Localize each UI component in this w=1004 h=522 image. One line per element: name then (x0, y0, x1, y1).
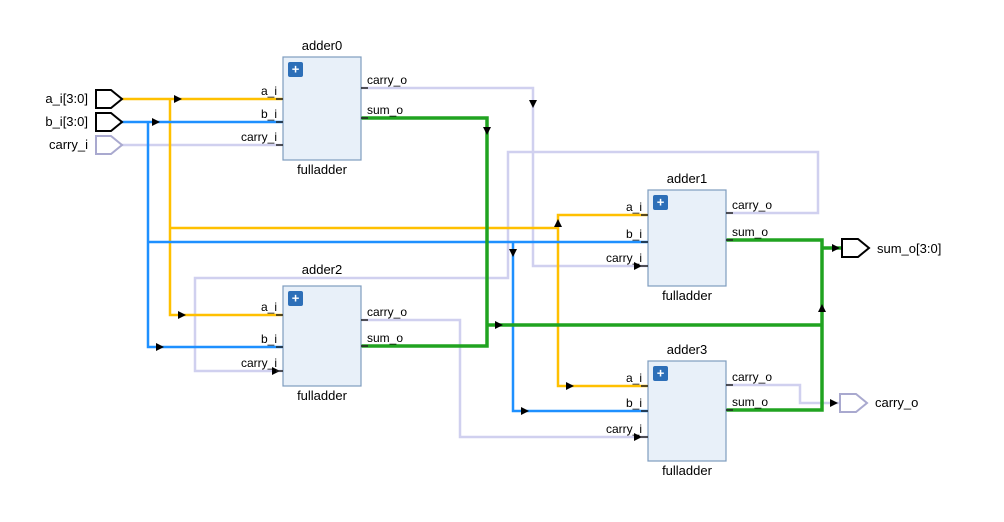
flow-arrow (634, 262, 642, 270)
net-a-bus-wires[interactable] (120, 97, 648, 388)
block-name: adder3 (667, 342, 707, 357)
flow-arrow (174, 95, 182, 103)
wire-b-branch-right[interactable] (511, 242, 648, 413)
block-group-adder2: + adder2 fulladder a_i b_i carry_i carry… (241, 262, 407, 403)
input-port-b-i[interactable] (95, 112, 124, 132)
block-type-label: fulladder (662, 288, 713, 303)
plus-icon[interactable]: + (292, 291, 300, 306)
output-port-label-sum-o: sum_o[3:0] (877, 241, 941, 256)
net-b-bus-wires[interactable] (120, 120, 648, 413)
output-port-carry-o[interactable] (839, 393, 869, 413)
plus-badge[interactable] (288, 291, 303, 306)
pin-label-carry-o: carry_o (732, 370, 772, 384)
wire-a-branch-right[interactable] (556, 213, 648, 388)
pin-label-a-i: a_i (626, 200, 642, 214)
plus-badge[interactable] (653, 366, 668, 381)
pin-label-carry-o: carry_o (732, 198, 772, 212)
plus-icon[interactable]: + (292, 62, 300, 77)
output-port-label-carry-o: carry_o (875, 395, 918, 410)
input-port-label-b-i: b_i[3:0] (45, 114, 88, 129)
pin-label-b-i: b_i (261, 332, 277, 346)
net-sum-bus-wires[interactable] (361, 116, 842, 412)
pin-label-carry-i: carry_i (606, 251, 642, 265)
block-group-adder0: + adder0 fulladder a_i b_i carry_i carry… (241, 38, 407, 177)
input-port-a-i[interactable] (95, 89, 124, 109)
flow-arrows (152, 95, 840, 441)
flow-arrow (509, 249, 517, 257)
net-carry-wires[interactable] (120, 86, 840, 439)
pin-label-sum-o: sum_o (367, 103, 403, 117)
flow-arrow (529, 100, 537, 108)
wire-sum-adder1-adder3[interactable] (726, 238, 824, 412)
block-type-label: fulladder (297, 388, 348, 403)
input-port-label-a-i: a_i[3:0] (45, 91, 88, 106)
flow-arrow (495, 321, 503, 329)
wire-adder3-co-to-carry-o[interactable] (726, 383, 840, 405)
pin-label-b-i: b_i (626, 396, 642, 410)
block-name: adder0 (302, 38, 342, 53)
plus-badge[interactable] (288, 62, 303, 77)
flow-arrow (818, 304, 826, 312)
io-ports: a_i[3:0] b_i[3:0] carry_i sum_o[3:0] car… (45, 89, 941, 413)
input-port-carry-i[interactable] (95, 135, 124, 155)
block-type-label: fulladder (662, 463, 713, 478)
flow-arrow (634, 433, 642, 441)
pin-label-a-i: a_i (261, 300, 277, 314)
pin-label-a-i: a_i (626, 371, 642, 385)
flow-arrow (152, 118, 160, 126)
pin-label-carry-o: carry_o (367, 73, 407, 87)
flow-arrow (156, 343, 164, 351)
flow-arrow (483, 127, 491, 135)
output-port-sum-o[interactable] (841, 238, 871, 258)
wire-b-branch-left[interactable] (146, 122, 283, 349)
plus-icon[interactable]: + (657, 366, 665, 381)
pin-label-sum-o: sum_o (732, 395, 768, 409)
wire-a-branch-left[interactable] (168, 99, 283, 317)
pin-label-sum-o: sum_o (367, 331, 403, 345)
wire-adder2-co-to-adder3-ci[interactable] (361, 318, 648, 439)
pin-label-b-i: b_i (626, 227, 642, 241)
pin-label-sum-o: sum_o (732, 225, 768, 239)
flow-arrow (832, 244, 840, 252)
wire-sum-adder0-adder2[interactable] (361, 116, 489, 348)
pin-label-carry-o: carry_o (367, 305, 407, 319)
block-type-label: fulladder (297, 162, 348, 177)
pin-stubs (276, 87, 368, 146)
flow-arrow (521, 407, 529, 415)
block-group-adder1: + adder1 fulladder a_i b_i carry_i carry… (606, 171, 772, 303)
pin-stubs (276, 314, 368, 372)
pin-label-carry-i: carry_i (241, 356, 277, 370)
plus-icon[interactable]: + (657, 195, 665, 210)
block-group-adder3: + adder3 fulladder a_i b_i carry_i carry… (606, 342, 772, 478)
flow-arrow (178, 311, 186, 319)
wire-adder0-co-to-adder1-ci[interactable] (361, 86, 648, 268)
input-port-label-carry-i: carry_i (49, 137, 88, 152)
pin-stubs (641, 212, 733, 267)
wire-adder1-co-to-adder2-ci[interactable] (193, 150, 820, 373)
flow-arrow (566, 382, 574, 390)
block-name: adder2 (302, 262, 342, 277)
plus-badge[interactable] (653, 195, 668, 210)
flow-arrow (830, 399, 838, 407)
block-name: adder1 (667, 171, 707, 186)
pin-label-a-i: a_i (261, 84, 277, 98)
pin-label-b-i: b_i (261, 107, 277, 121)
pin-stubs (641, 384, 733, 438)
pin-label-carry-i: carry_i (241, 130, 277, 144)
pin-label-carry-i: carry_i (606, 422, 642, 436)
flow-arrow (554, 219, 562, 227)
